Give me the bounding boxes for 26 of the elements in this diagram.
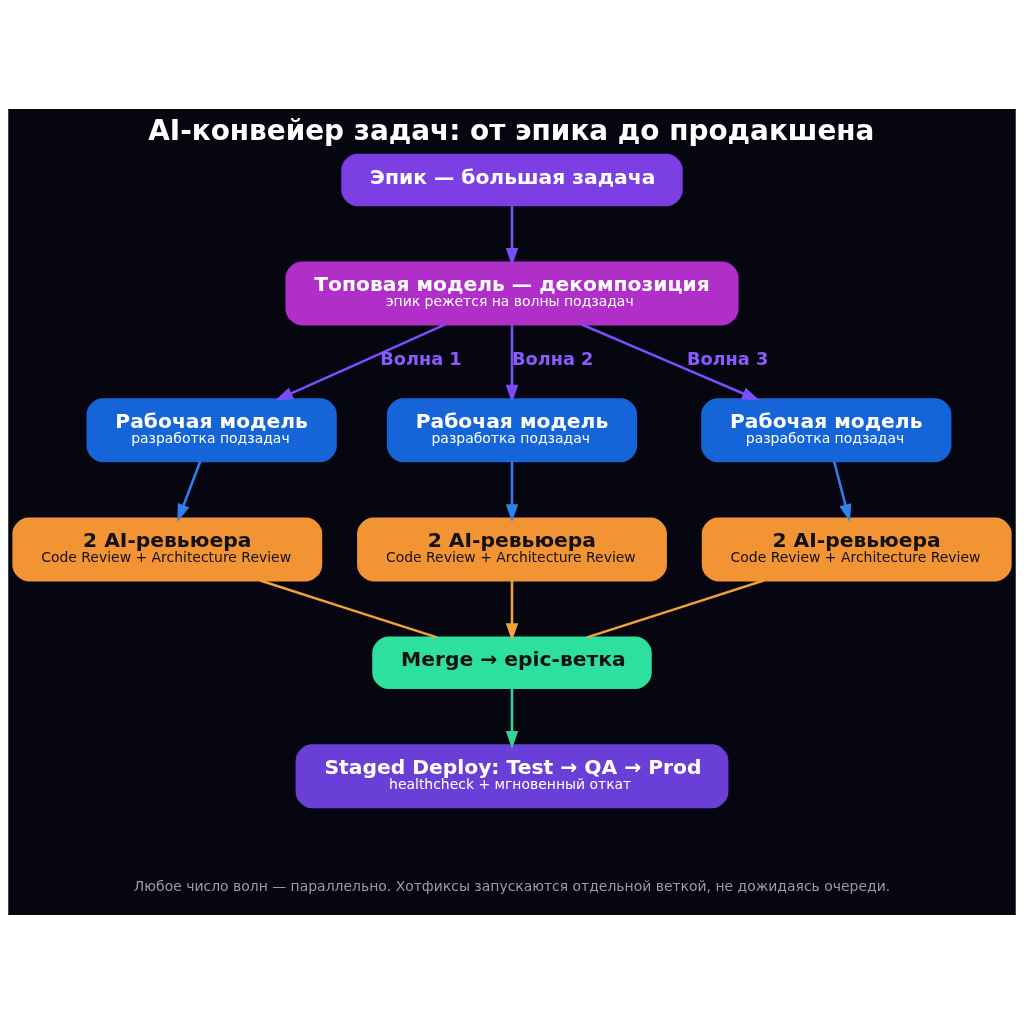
- arrow: [275, 323, 446, 401]
- arrow: [832, 461, 852, 522]
- node-box: Рабочая модель разработка подзадач: [701, 398, 952, 463]
- node-box: Топовая модель — декомпозиция эпик режется на волны подзадач: [285, 261, 739, 326]
- node-box: 2 AI-ревьюера Code Review + Architecture Review: [357, 517, 667, 582]
- node-box: Эпик — большая задача: [341, 153, 683, 207]
- arrow: [505, 205, 519, 266]
- edge-label: Волна 3: [686, 349, 769, 370]
- node-box: 2 AI-ревьюера Code Review + Architecture Review: [701, 517, 1012, 582]
- edge-label: Волна 2: [512, 349, 594, 370]
- arrow: [505, 580, 519, 642]
- node-box: Рабочая модель разработка подзадач: [86, 398, 337, 463]
- node-box: Staged Deploy: Test → QA → Prod healthcheck + мгновенный откат: [295, 744, 729, 809]
- arrow: [505, 324, 519, 403]
- node-box: 2 AI-ревьюера Code Review + Architecture Review: [12, 517, 323, 582]
- arrow: [581, 323, 760, 401]
- node-box: Рабочая модель разработка подзадач: [386, 398, 638, 463]
- arrow: [505, 688, 519, 749]
- node-box: Merge → epic-ветка: [372, 636, 652, 690]
- edge-label: Волна 1: [380, 349, 462, 370]
- arrow: [505, 461, 519, 523]
- caption: Любое число волн — параллельно. Хотфиксы запускаются отдельной веткой, не дожидаясь очереди.: [133, 877, 891, 894]
- arrow: [177, 461, 202, 522]
- diagram-title: AI-конвейер задач: от эпика до продакшена: [148, 114, 875, 148]
- connector: [586, 579, 765, 639]
- connector: [259, 579, 438, 639]
